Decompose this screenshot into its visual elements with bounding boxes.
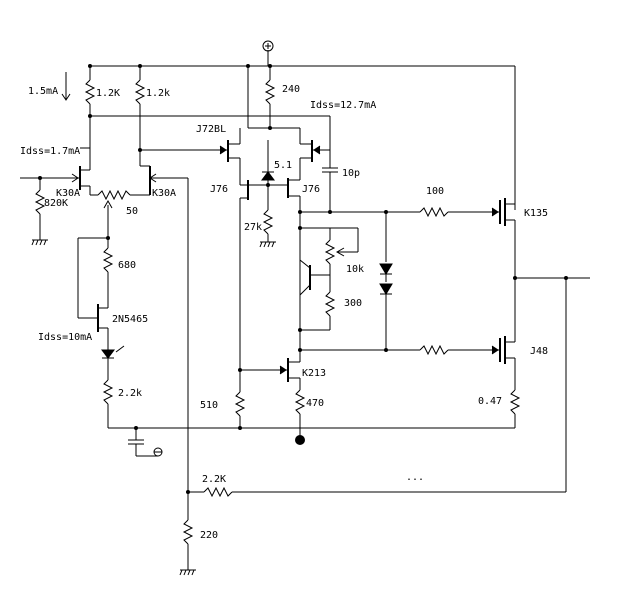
current-label-1-5ma: 1.5mA: [28, 86, 58, 97]
label-capacitor-10p: 10p: [342, 168, 360, 179]
label-jfet-2n5465: 2N5465: [112, 314, 148, 325]
junction-dot: [268, 126, 272, 130]
junction-dot: [138, 148, 142, 152]
zener-diode-5v1: [261, 171, 275, 181]
label-idss-1-7ma: Idss=1.7mA: [20, 146, 80, 157]
junction-dot: [298, 328, 302, 332]
resistor-100-lower-gate: [419, 344, 449, 356]
junction-dot: [134, 426, 138, 430]
junction-dot: [246, 64, 250, 68]
resistor-1k2-right: [134, 79, 146, 105]
label-ellipsis: ...: [406, 472, 424, 483]
label-resistor-2k2: 2.2k: [118, 388, 142, 399]
resistor-220: [182, 519, 194, 545]
resistor-27k: [262, 209, 274, 235]
label-mosfet-k135: K135: [524, 208, 548, 219]
label-j76-left: J76: [210, 184, 228, 195]
resistor-1k2-left: [84, 79, 96, 105]
label-j72bl: J72BL: [196, 124, 226, 135]
label-resistor-510: 510: [200, 400, 218, 411]
junction-dot: [298, 226, 302, 230]
junction-dot: [88, 114, 92, 118]
label-resistor-047: 0.47: [478, 396, 502, 407]
label-resistor-1k2-left: 1.2K: [96, 88, 120, 99]
label-resistor-470: 470: [306, 398, 324, 409]
ground-junction-node: [295, 435, 305, 445]
resistor-047: [509, 389, 521, 415]
label-pot-10k: 10k: [346, 264, 364, 275]
label-resistor-300: 300: [344, 298, 362, 309]
junction-dot: [328, 210, 332, 214]
potentiometer-10k: [324, 239, 336, 265]
junction-dot: [88, 64, 92, 68]
label-idss-10ma: Idss=10mA: [38, 332, 92, 343]
junction-dot: [298, 348, 302, 352]
junction-dot: [513, 276, 517, 280]
resistor-2k2: [102, 379, 114, 405]
ground-icon: [179, 569, 196, 576]
label-resistor-27k: 27k: [244, 222, 262, 233]
positive-rail-icon: [262, 40, 274, 52]
label-resistor-820k: 820K: [44, 198, 68, 209]
label-j76-right: J76: [302, 184, 320, 195]
resistor-680: [102, 247, 114, 273]
label-resistor-240: 240: [282, 84, 300, 95]
label-resistor-680: 680: [118, 260, 136, 271]
diode-upper: [379, 263, 393, 275]
junction-dot: [266, 183, 270, 187]
junction-dot: [564, 276, 568, 280]
potentiometer-50: [97, 189, 131, 201]
junction-dot: [238, 368, 242, 372]
junction-dot: [138, 64, 142, 68]
resistor-2k2-feedback: [203, 486, 233, 498]
label-k30a-right: K30A: [152, 188, 176, 199]
label-k30a-left: K30A: [56, 188, 80, 199]
resistor-240: [264, 79, 276, 105]
signal-terminal-icon: [152, 447, 163, 457]
led-diode: [101, 349, 115, 359]
ground-icon: [31, 239, 48, 246]
junction-dot: [238, 426, 242, 430]
junction-dot: [186, 490, 190, 494]
label-pot-50: 50: [126, 206, 138, 217]
junction-dot: [268, 64, 272, 68]
label-resistor-1k2-right: 1.2k: [146, 88, 170, 99]
resistor-510: [234, 391, 246, 417]
resistor-470: [294, 389, 306, 415]
junction-dot: [384, 348, 388, 352]
junction-dot: [106, 236, 110, 240]
label-mosfet-k213: K213: [302, 368, 326, 379]
label-mosfet-j48: J48: [530, 346, 548, 357]
junction-dot: [384, 210, 388, 214]
resistor-820k: [34, 189, 46, 215]
label-resistor-2k2-feedback: 2.2K: [202, 474, 226, 485]
junction-dot: [38, 176, 42, 180]
ground-icon: [259, 241, 276, 248]
label-zener-5v1: 5.1: [274, 160, 292, 171]
label-resistor-220: 220: [200, 530, 218, 541]
resistor-300: [324, 291, 336, 317]
diode-lower: [379, 283, 393, 295]
label-idss-12-7ma: Idss=12.7mA: [310, 100, 376, 111]
junction-dot: [298, 210, 302, 214]
label-resistor-100: 100: [426, 186, 444, 197]
resistor-100-gate: [419, 206, 449, 218]
